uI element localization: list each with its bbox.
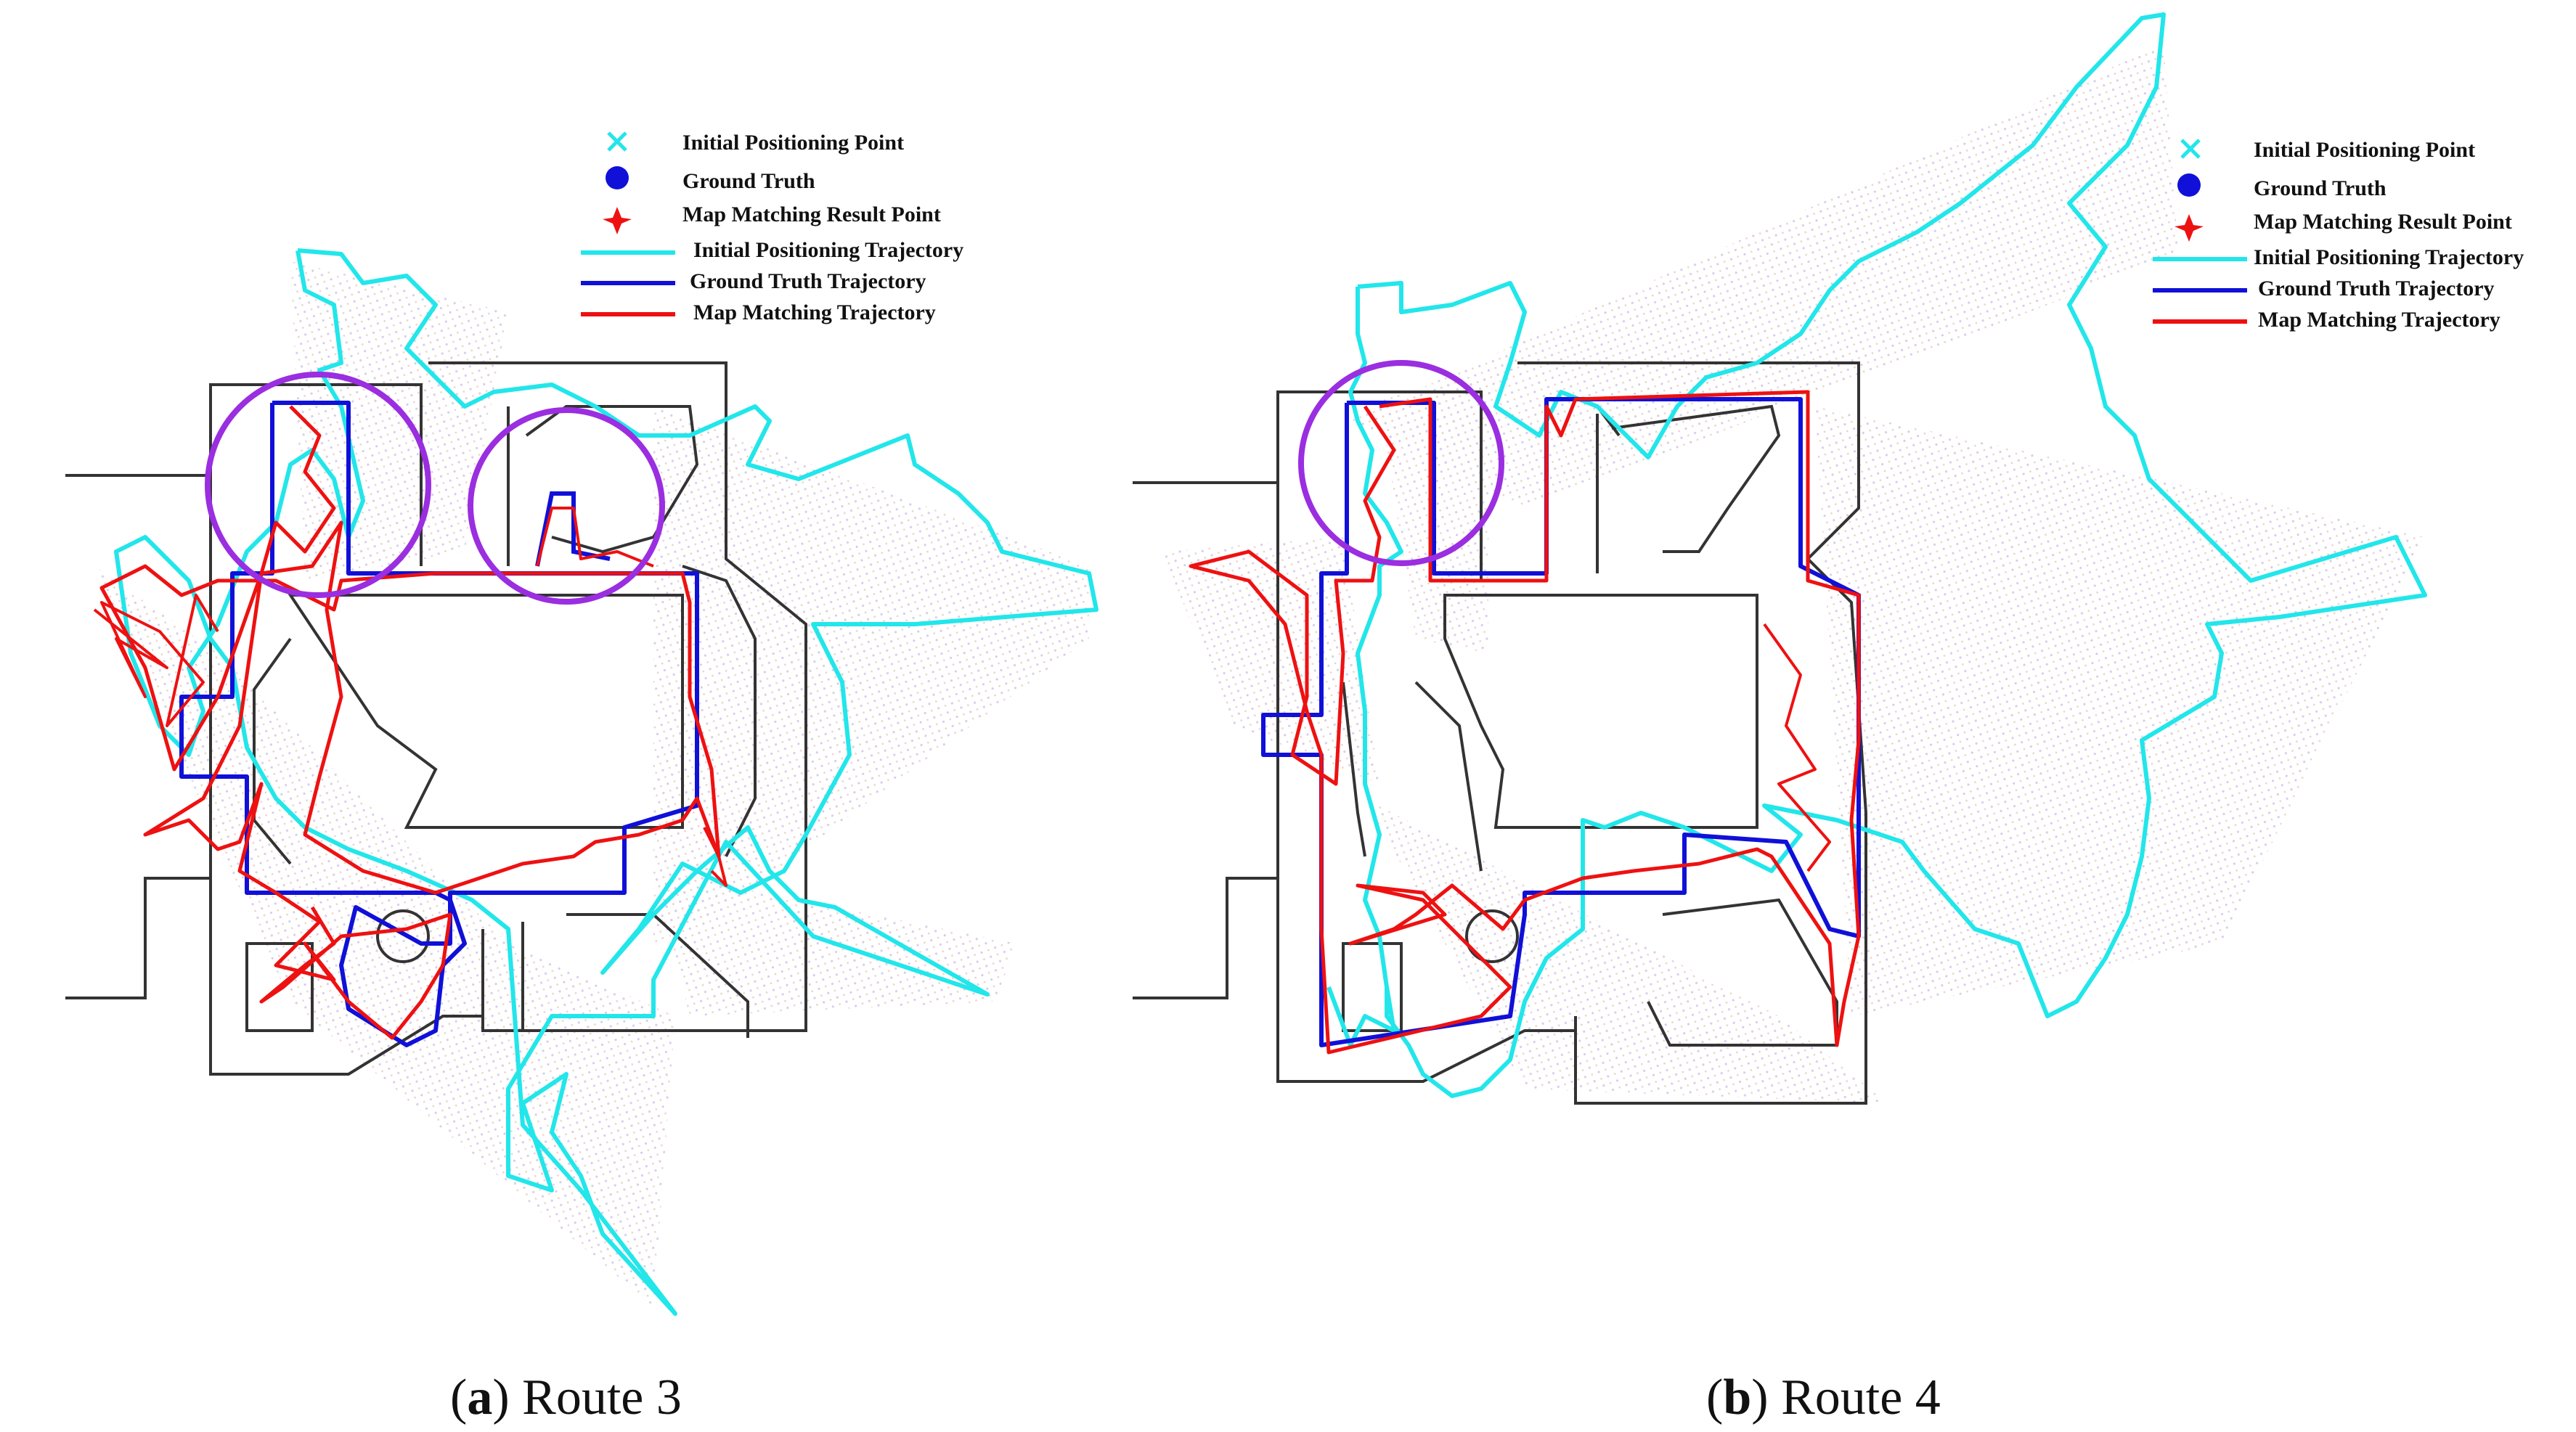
initial-positioning-trajectory [1348,12,2427,1098]
svg-text:Initial Positioning Trajectory: Initial Positioning Trajectory [693,238,963,262]
svg-text:Initial Positioning Point: Initial Positioning Point [682,131,904,155]
svg-text:Ground Truth Trajectory: Ground Truth Trajectory [2258,277,2495,300]
legend: Initial Positioning Point Ground Truth M… [581,131,963,324]
caption-a: (a) Route 3 [450,1370,682,1425]
svg-text:Initial Positioning Point: Initial Positioning Point [2254,138,2475,162]
highlight-circle [468,407,665,605]
legend-map-traj: Map Matching Trajectory [581,300,936,324]
legend-initial-point: Initial Positioning Point [607,131,904,155]
svg-text:Ground Truth: Ground Truth [682,169,815,193]
legend-gt-traj: Ground Truth Trajectory [2153,277,2495,300]
svg-text:Map Matching Trajectory: Map Matching Trajectory [693,300,936,324]
legend-ground-truth: Ground Truth [606,166,815,193]
highlight-circle [205,372,431,598]
legend-ground-truth: Ground Truth [2177,173,2387,200]
building-walls [65,361,807,1076]
correspondence-lines [1162,44,2425,1103]
map-matching-trajectory [99,405,721,1040]
legend-initial-traj: Initial Positioning Trajectory [581,238,963,262]
svg-text:Ground Truth: Ground Truth [2254,176,2387,200]
map-matching-trajectory [1189,390,1861,1055]
legend-map-point: Map Matching Result Point [2174,210,2512,242]
svg-text:Map Matching Result Point: Map Matching Result Point [2254,210,2512,234]
caption-b: (b) Route 4 [1706,1370,1941,1425]
legend-gt-traj: Ground Truth Trajectory [581,269,926,293]
svg-text:Map Matching Trajectory: Map Matching Trajectory [2258,308,2500,332]
panel-route-3: Initial Positioning Point Ground Truth M… [65,131,1099,1425]
building-walls [1133,361,1867,1105]
legend-initial-traj: Initial Positioning Trajectory [2153,245,2524,269]
ground-truth-trajectory [179,401,699,1047]
legend-map-point: Map Matching Result Point [603,202,941,234]
correspondence-lines [94,261,1089,1306]
legend-map-traj: Map Matching Trajectory [2153,308,2500,332]
svg-text:Map Matching Result Point: Map Matching Result Point [682,202,941,226]
svg-text:Ground Truth Trajectory: Ground Truth Trajectory [690,269,926,293]
panel-route-4: Initial Positioning Point Ground Truth M… [1133,12,2524,1425]
legend: Initial Positioning Point Ground Truth M… [2153,138,2524,332]
svg-text:Initial Positioning Trajectory: Initial Positioning Trajectory [2254,245,2524,269]
highlight-circle [1298,360,1504,566]
legend-initial-point: Initial Positioning Point [2180,138,2475,162]
